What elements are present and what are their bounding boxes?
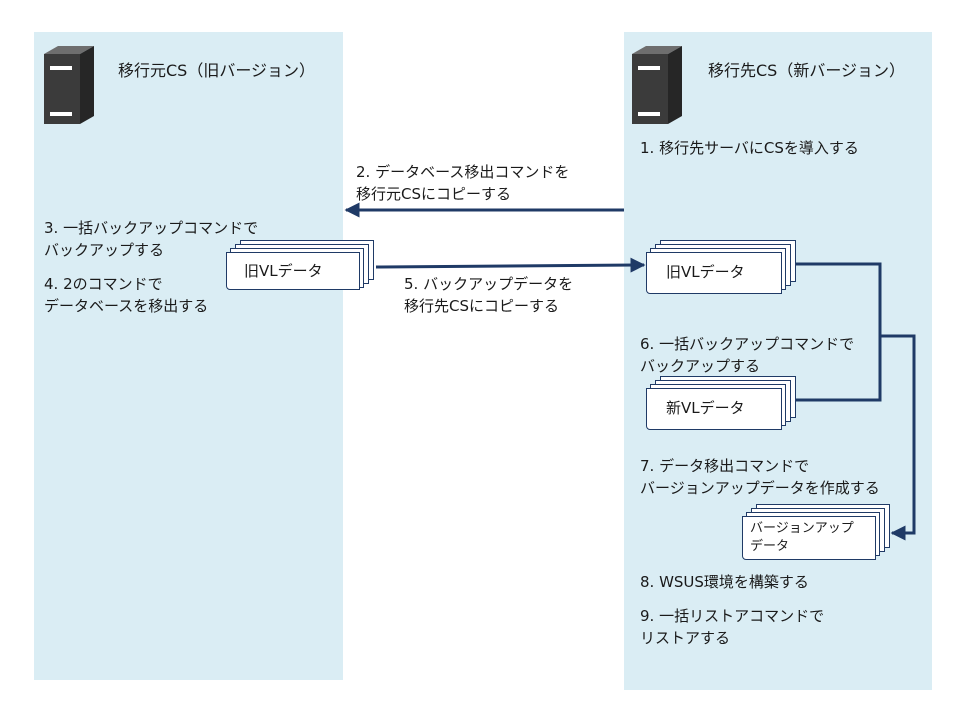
step-1-text: 1. 移行先サーバにCSを導入する: [640, 139, 859, 157]
server-tower-icon: [632, 46, 682, 124]
step-4-text: データベースを移出する: [44, 297, 209, 315]
source-cs-title: 移行元CS（旧バージョン）: [118, 61, 316, 80]
new-vl-data-label: 新VLデータ: [666, 399, 745, 417]
version-up-data-label: データ: [750, 539, 790, 554]
step-9-text: リストアする: [640, 629, 731, 647]
old-vl-data-label: 旧VLデータ: [666, 263, 745, 281]
old-vl-data-label: 旧VLデータ: [244, 262, 323, 280]
source-cs-panel: [34, 32, 343, 680]
step-9-text: 9. 一括リストアコマンドで: [640, 607, 825, 625]
step-6-text: バックアップする: [640, 357, 761, 375]
step-2-text: 移行元CSにコピーする: [356, 185, 511, 203]
step-4-text: 4. 2のコマンドで: [44, 275, 163, 293]
step-3-text: バックアップする: [44, 241, 165, 259]
step-3-text: 3. 一括バックアップコマンドで: [44, 219, 259, 237]
old-vl-data-document: 旧VLデータ: [226, 240, 376, 292]
version-up-data-document: バージョンアップ データ: [742, 504, 892, 562]
step-7-text: 7. データ移出コマンドで: [640, 457, 810, 475]
old-vl-data-document: 旧VLデータ: [646, 240, 796, 296]
step-8-text: 8. WSUS環境を構築する: [640, 573, 809, 591]
step-7-text: バージョンアップデータを作成する: [640, 479, 880, 497]
copy-backup-arrow: [375, 257, 646, 273]
step-5-text: 5. バックアップデータを: [404, 275, 574, 293]
new-vl-data-document: 新VLデータ: [646, 376, 796, 432]
server-tower-icon: [44, 46, 94, 124]
step-6-text: 6. 一括バックアップコマンドで: [640, 335, 855, 353]
target-cs-title: 移行先CS（新バージョン）: [708, 61, 906, 80]
step-2-text: 2. データベース移出コマンドを: [356, 163, 570, 181]
version-up-data-label: バージョンアップ: [750, 521, 854, 536]
step-5-text: 移行先CSにコピーする: [404, 297, 559, 315]
